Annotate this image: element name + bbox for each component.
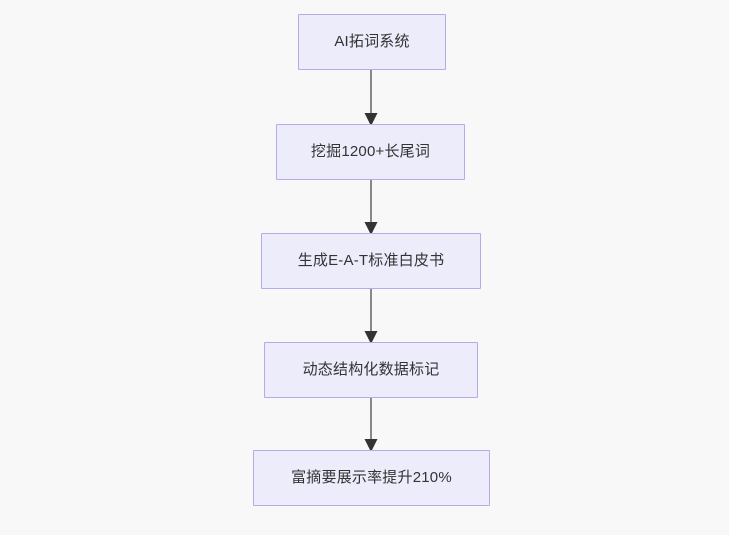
flow-node-label: 挖掘1200+长尾词 <box>310 143 431 160</box>
arrowhead-icon <box>364 439 378 452</box>
arrowhead-icon <box>364 331 378 344</box>
flow-node-mine-longtail-keywords[interactable]: 挖掘1200+长尾词 <box>276 124 465 180</box>
flow-node-dynamic-structured-data-markup[interactable]: 动态结构化数据标记 <box>264 342 478 398</box>
edge-n3-n4 <box>364 287 378 344</box>
edge-n2-n3 <box>364 178 378 235</box>
flow-node-rich-snippet-impression-lift[interactable]: 富摘要展示率提升210% <box>253 450 490 506</box>
flow-node-label: AI拓词系统 <box>334 33 410 50</box>
arrowhead-icon <box>364 113 378 126</box>
flow-node-label: 动态结构化数据标记 <box>302 361 440 378</box>
arrowhead-icon <box>364 222 378 235</box>
flow-node-label: 富摘要展示率提升210% <box>291 469 452 486</box>
flow-node-generate-eat-whitepaper[interactable]: 生成E-A-T标准白皮书 <box>261 233 481 289</box>
flow-node-label: 生成E-A-T标准白皮书 <box>297 252 445 269</box>
edge-n1-n2 <box>364 68 378 126</box>
flow-node-ai-keyword-system[interactable]: AI拓词系统 <box>298 14 446 70</box>
edge-n4-n5 <box>364 396 378 452</box>
